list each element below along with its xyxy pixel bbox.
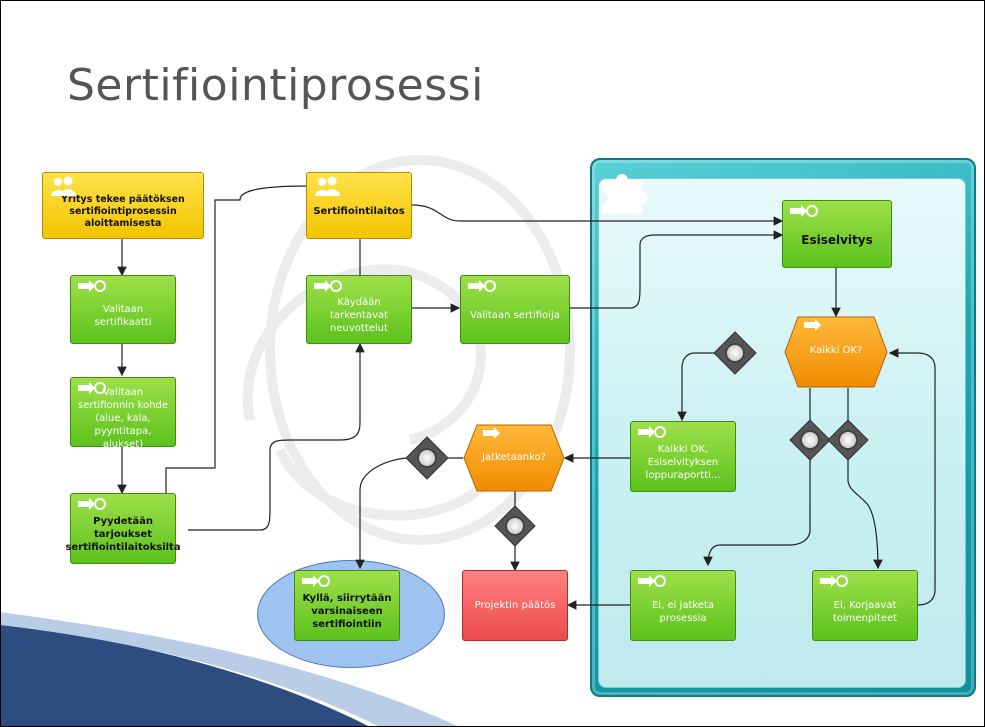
process-arrow-icon [78, 498, 106, 510]
xor-connector-icon [789, 419, 831, 461]
process-node-valitaan-kohde[interactable]: Valitaan sertifionnin kohde (alue, kala,… [70, 377, 176, 450]
node-label: Pyydetään tarjoukset sertifiointilaitoks… [65, 516, 181, 553]
people-icon [315, 176, 340, 196]
node-label: Valitaan sertifionnin kohde (alue, kala,… [78, 386, 168, 450]
end-node-projektin-paatos[interactable]: Projektin päätös [462, 570, 568, 641]
xor-connector-icon [494, 505, 536, 547]
process-arrow-icon [820, 575, 848, 587]
background-watermark [242, 155, 575, 545]
node-label: Käydään tarkentavat neuvottelut [329, 297, 389, 334]
decorative-swoosh [0, 612, 460, 727]
xor-connector-icon [827, 419, 869, 461]
decision-node-jatketaanko[interactable]: Jatketaanko? [463, 424, 565, 492]
process-arrow-icon [314, 280, 342, 292]
process-arrow-icon [638, 426, 666, 438]
actor-node-yritys[interactable]: Yritys tekee päätöksen sertifiointiprose… [42, 172, 204, 239]
puzzle-icon [602, 174, 648, 214]
process-arrow-icon [302, 575, 330, 587]
node-label: Kyllä, siirrytään varsinaiseen sertifioi… [302, 593, 392, 630]
process-node-esiselvitys[interactable]: Esiselvitys [782, 200, 892, 268]
node-label: Sertifiointilaitos [313, 206, 405, 217]
decision-shape [463, 424, 565, 492]
people-icon [51, 176, 76, 196]
node-label: Ei, ei jatketa prosessia [651, 599, 715, 624]
node-label: Esiselvitys [801, 232, 873, 247]
node-label: Kaikki OK, Esiselvityksen loppuraportti.… [645, 444, 721, 481]
process-arrow-icon [468, 280, 496, 292]
xor-connector-icon [405, 436, 449, 480]
slide-title: Sertifiointiprosessi [67, 60, 484, 111]
decision-shape [784, 316, 888, 388]
node-label: Kaikki OK? [809, 345, 863, 356]
process-node-pyydetaan-tarjoukset[interactable]: Pyydetään tarjoukset sertifiointilaitoks… [65, 493, 181, 564]
xor-connector-icon [713, 331, 757, 375]
node-label: Yritys tekee päätöksen sertifiointiprose… [61, 193, 185, 229]
node-label: Ei, Korjaavat toimenpiteet [832, 599, 898, 624]
node-label: Valitaan sertifioija [470, 310, 560, 321]
process-node-valitaan-sertifioija[interactable]: Valitaan sertifioija [460, 275, 570, 344]
process-arrow-icon [78, 382, 106, 394]
process-node-kaikki-ok-raportti[interactable]: Kaikki OK, Esiselvityksen loppuraportti.… [630, 421, 736, 492]
node-label: Valitaan sertifikaatti [94, 303, 152, 328]
process-node-valitaan-sertifikaatti[interactable]: Valitaan sertifikaatti [70, 275, 176, 344]
process-node-neuvottelut[interactable]: Käydään tarkentavat neuvottelut [306, 275, 412, 344]
process-node-ei-jatketa[interactable]: Ei, ei jatketa prosessia [630, 570, 736, 641]
node-label: Projektin päätös [474, 600, 556, 611]
decision-node-kaikki-ok[interactable]: Kaikki OK? [784, 316, 888, 388]
process-node-korjaavat-toimenpiteet[interactable]: Ei, Korjaavat toimenpiteet [812, 570, 918, 641]
process-arrow-icon [638, 575, 666, 587]
actor-node-sertifiointilaitos[interactable]: Sertifiointilaitos [306, 172, 412, 239]
node-label: Jatketaanko? [482, 452, 546, 463]
process-arrow-icon [78, 280, 106, 292]
process-arrow-icon [790, 205, 818, 217]
process-node-kylla-siirrytaan[interactable]: Kyllä, siirrytään varsinaiseen sertifioi… [294, 570, 400, 641]
